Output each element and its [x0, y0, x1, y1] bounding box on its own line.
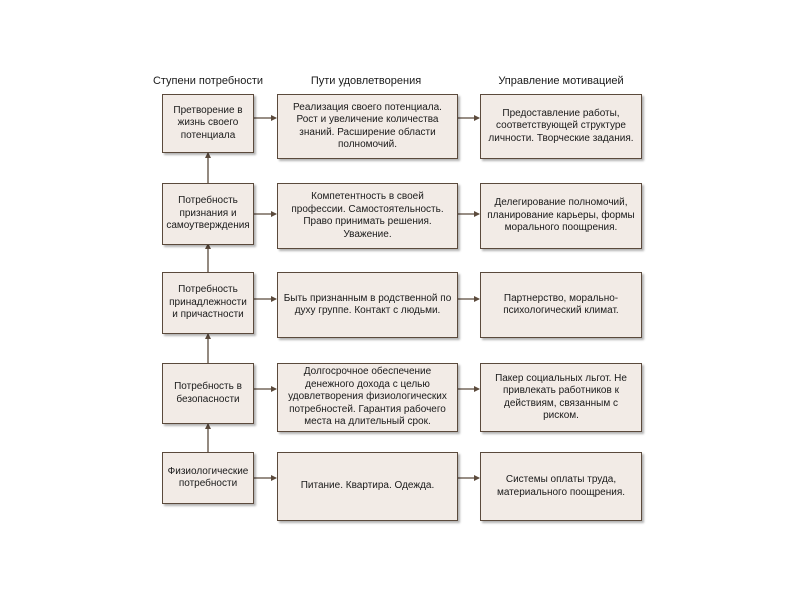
header-ways: Пути удовлетворения	[310, 75, 422, 87]
need-label: Физиологические потребности	[167, 465, 249, 490]
management-label: Пакер социальных льгот. Не привлекать ра…	[495, 372, 627, 422]
management-box-recognition: Делегирование полномочий, планирование к…	[480, 183, 642, 249]
header-management: Управление мотивацией	[498, 75, 624, 87]
ways-label: Компетентность в своей профессии. Самост…	[291, 191, 444, 240]
need-box-recognition: Потребность признания и самоутверждения	[162, 183, 254, 245]
management-label: Предоставление работы, соответствующей с…	[488, 107, 634, 144]
header-needs: Ступени потребности	[152, 75, 264, 87]
management-label: Системы оплаты труда, материального поощ…	[496, 474, 626, 498]
management-label: Партнерство, морально-психологический кл…	[503, 292, 619, 317]
need-label: Потребность принадлежности и причастност…	[169, 284, 247, 321]
ways-label: Быть признанным в родственной по духу гр…	[283, 292, 452, 317]
need-box-self-actualization: Претворение в жизнь своего потенциала	[162, 94, 254, 153]
need-box-safety: Потребность в безопасности	[162, 363, 254, 424]
ways-label: Реализация своего потенциала. Рост и уве…	[293, 101, 442, 151]
need-box-physiological: Физиологические потребности	[162, 452, 254, 504]
need-box-belonging: Потребность принадлежности и причастност…	[162, 272, 254, 334]
ways-box-belonging: Быть признанным в родственной по духу гр…	[277, 272, 458, 338]
ways-label: Долгосрочное обеспечение денежного доход…	[288, 366, 447, 428]
ways-box-physiological: Питание. Квартира. Одежда.	[277, 452, 458, 521]
ways-label: Питание. Квартира. Одежда.	[300, 480, 435, 492]
management-box-safety: Пакер социальных льгот. Не привлекать ра…	[480, 363, 642, 432]
ways-box-self-actualization: Реализация своего потенциала. Рост и уве…	[277, 94, 458, 159]
ways-box-recognition: Компетентность в своей профессии. Самост…	[277, 183, 458, 249]
need-label: Потребность в безопасности	[174, 381, 242, 405]
ways-box-safety: Долгосрочное обеспечение денежного доход…	[277, 363, 458, 432]
management-box-physiological: Системы оплаты труда, материального поощ…	[480, 452, 642, 521]
management-label: Делегирование полномочий, планирование к…	[487, 197, 635, 234]
need-label: Потребность признания и самоутверждения	[166, 195, 250, 232]
need-label: Претворение в жизнь своего потенциала	[173, 104, 243, 141]
management-box-self-actualization: Предоставление работы, соответствующей с…	[480, 94, 642, 159]
management-box-belonging: Партнерство, морально-психологический кл…	[480, 272, 642, 338]
